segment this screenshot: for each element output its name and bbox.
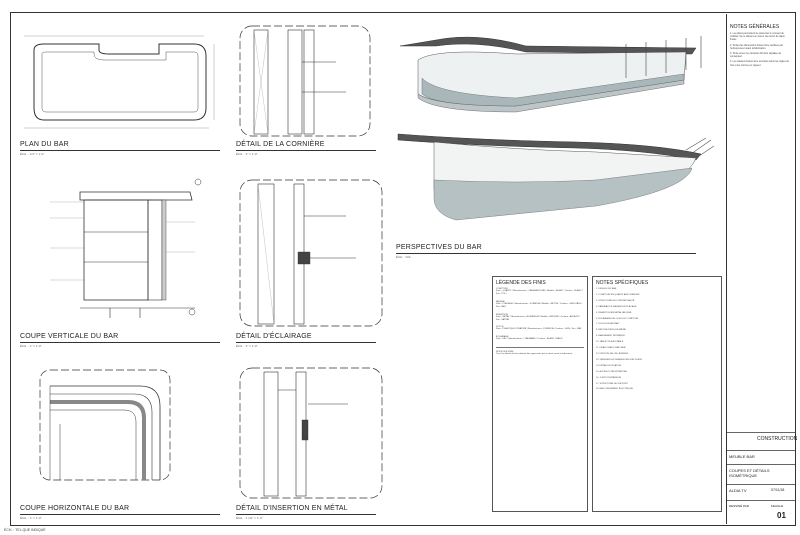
legend-entry-3-fields: Finis : MÉTAL / Manufacturier : ALUMINIU… [496, 315, 581, 321]
legend-entry-1-fields: Finis : QUARTZ / Manufacturier : CAESARS… [496, 290, 583, 295]
spec-item: 12. FINITION SELON LÉGENDE [596, 352, 629, 355]
corner-title-rule [236, 150, 376, 151]
legend-heading: LÉGENDE DES FINIS [496, 280, 546, 286]
project-label: COUPES ET DÉTAILS ISOMÉTRIQUE [729, 468, 770, 478]
general-notes-heading: NOTES GÉNÉRALES [730, 24, 780, 30]
legend-entry-1-label: COMPTOIR [496, 288, 508, 290]
page-label: FEUILLE [771, 504, 784, 508]
legend-footer-text: Tous les détails de finis doivent être a… [496, 353, 573, 356]
date-label: 07/11/18 [771, 488, 785, 492]
corner-scale: ÉCH. : 3" = 1'-0" [236, 152, 258, 156]
perspective-top-drawing [399, 36, 702, 113]
spec-item: 13. VÉRIFIER LES DIMENSIONS SUR PLACE [596, 358, 642, 361]
vertical-section-scale: ÉCH. : 1" = 1'-0" [20, 344, 42, 348]
vertical-section-title-rule [20, 342, 220, 343]
item-label: MEUBLE BAR [729, 454, 755, 459]
legend-entry-2: FAÇADE Finis : PLACAGE / Manufacturier :… [496, 301, 584, 309]
sheet-border [10, 12, 796, 526]
spec-item: 4. PANNEAU DE FAÇADE EN PLACAGE [596, 305, 637, 308]
spec-item: 9. RANGEMENT INTÉRIEUR [596, 335, 625, 338]
vertical-section-drawing [50, 178, 202, 318]
metal-insert-title-rule [236, 514, 376, 515]
legend-entry-4: SOCLE Finis : PLASTIQUE STRATIFIÉ / Manu… [496, 326, 584, 331]
vertical-section-title: COUPE VERTICALE DU BAR [20, 333, 119, 340]
spec-item: 18. RACCORDEMENT ÉLECTRIQUE [596, 388, 633, 391]
title-block-divider [727, 432, 795, 433]
general-notes: NOTES GÉNÉRALES 1. Les plans permettent … [730, 24, 792, 69]
spec-item: 16. JOINT D'EXPANSION [596, 376, 622, 379]
horizontal-section-title-rule [20, 514, 220, 515]
spec-item: 1. DESSUS DU BAR [596, 288, 617, 290]
legend-entry-1: COMPTOIR Finis : QUARTZ / Manufacturier … [496, 288, 584, 296]
spec-item: 11. FIXATION AU PLANCHER [596, 347, 626, 350]
legend-entry-2-label: FAÇADE [496, 300, 505, 303]
title-block: NOTES GÉNÉRALES 1. Les plans permettent … [726, 14, 798, 524]
plan-scale: ÉCH. : 1/4" = 1'-0" [20, 152, 45, 156]
drawn-by-label: DESSINÉ PAR [729, 504, 749, 508]
metal-insert-title: DÉTAIL D'INSERTION EN MÉTAL [236, 505, 348, 512]
perspectives-title-rule [396, 253, 696, 254]
client-label: ALDIA TV [729, 488, 747, 493]
stage-label: CONSTRUCTION [757, 436, 798, 442]
spec-item: 8. REPOSE-PIEDS EN MÉTAL [596, 329, 627, 332]
spec-item: 6. ÉCLAIRAGE DEL SOUS LE COMPTOIR [596, 317, 639, 320]
lighting-title-rule [236, 342, 376, 343]
plan-title: PLAN DU BAR [20, 141, 69, 148]
lighting-detail-drawing [239, 179, 383, 327]
general-note: 3. Toute erreur ou omission doit être si… [730, 52, 782, 59]
metal-insert-scale: ÉCH. : 1 1/2" = 1'-0" [236, 516, 263, 520]
sheet-number: 01 [777, 511, 786, 520]
spec-item: 7. SOCLE EN RETRAIT [596, 323, 620, 326]
horizontal-section-drawing [39, 369, 171, 481]
spec-item: 3. STRUCTURE EN CONTREPLAQUÉ [596, 299, 635, 302]
spec-item: 5. INSERTION EN MÉTAL BROSSÉ [596, 311, 632, 314]
lighting-title: DÉTAIL D'ÉCLAIRAGE [236, 333, 312, 340]
legend-entry-3-label: INSERTION [496, 313, 508, 316]
legend-entry-3: INSERTION Finis : MÉTAL / Manufacturier … [496, 314, 584, 322]
legend-entry-4-fields: Finis : PLASTIQUE STRATIFIÉ / Manufactur… [496, 328, 582, 331]
title-block-divider [727, 500, 795, 501]
spec-item: 14. DÉTAIL DE FIXATION [596, 364, 622, 367]
legend-footer: NOTE DES FINIS Tous les détails de finis… [496, 347, 584, 356]
specific-notes: NOTES SPÉCIFIQUES 1. DESSUS DU BAR 2. CO… [592, 276, 722, 512]
corner-title: DÉTAIL DE LA CORNIÈRE [236, 141, 325, 148]
plan-title-rule [20, 150, 220, 151]
legend-entry-2-fields: Finis : PLACAGE / Manufacturier : FORMIC… [496, 302, 583, 308]
spec-item: 15. ACCÈS POUR ENTRETIEN [596, 370, 627, 373]
specific-notes-heading: NOTES SPÉCIFIQUES [596, 280, 649, 286]
spec-item: 10. TABLETTE AJUSTABLE [596, 341, 624, 344]
perspectives-title: PERSPECTIVES DU BAR [396, 244, 482, 251]
legend-footer-heading: NOTE DES FINIS [496, 351, 514, 354]
title-block-divider [727, 450, 795, 451]
title-block-divider [727, 464, 795, 465]
title-block-divider [727, 484, 795, 485]
legend-entry-4-label: SOCLE [496, 326, 504, 329]
perspectives-scale: ÉCH. : N/A [396, 255, 411, 259]
metal-insert-drawing [239, 367, 383, 499]
footer-scale-note: ÉCH. : TEL QUE INDIQUÉ [4, 528, 46, 532]
lighting-scale: ÉCH. : 3" = 1'-0" [236, 344, 258, 348]
general-note: 2. Toutes les dimensions doivent être vé… [730, 43, 783, 50]
horizontal-section-title: COUPE HORIZONTALE DU BAR [20, 505, 130, 512]
general-note: 4. Les travaux doivent être exécutés sel… [730, 60, 790, 67]
spec-item: 2. COMPTOIR EN QUARTZ AVEC REBORD [596, 293, 640, 296]
perspective-bottom-drawing [397, 133, 715, 221]
corner-detail-drawing [239, 25, 371, 137]
plan-drawing [24, 35, 215, 129]
spec-item: 17. STRUCTURE DE SUPPORT [596, 382, 628, 385]
legend-entry-5-label: ÉCLAIRAGE [496, 336, 509, 339]
general-note: 1. Les plans permettent de présenter le … [730, 32, 785, 42]
legend-entry-5-fields: Finis : DEL / Manufacturier : LUMINAIRE … [496, 338, 563, 341]
legend-entry-5: ÉCLAIRAGE Finis : DEL / Manufacturier : … [496, 336, 584, 341]
horizontal-section-scale: ÉCH. : 1" = 1'-0" [20, 516, 42, 520]
finish-legend: LÉGENDE DES FINIS COMPTOIR Finis : QUART… [492, 276, 588, 512]
